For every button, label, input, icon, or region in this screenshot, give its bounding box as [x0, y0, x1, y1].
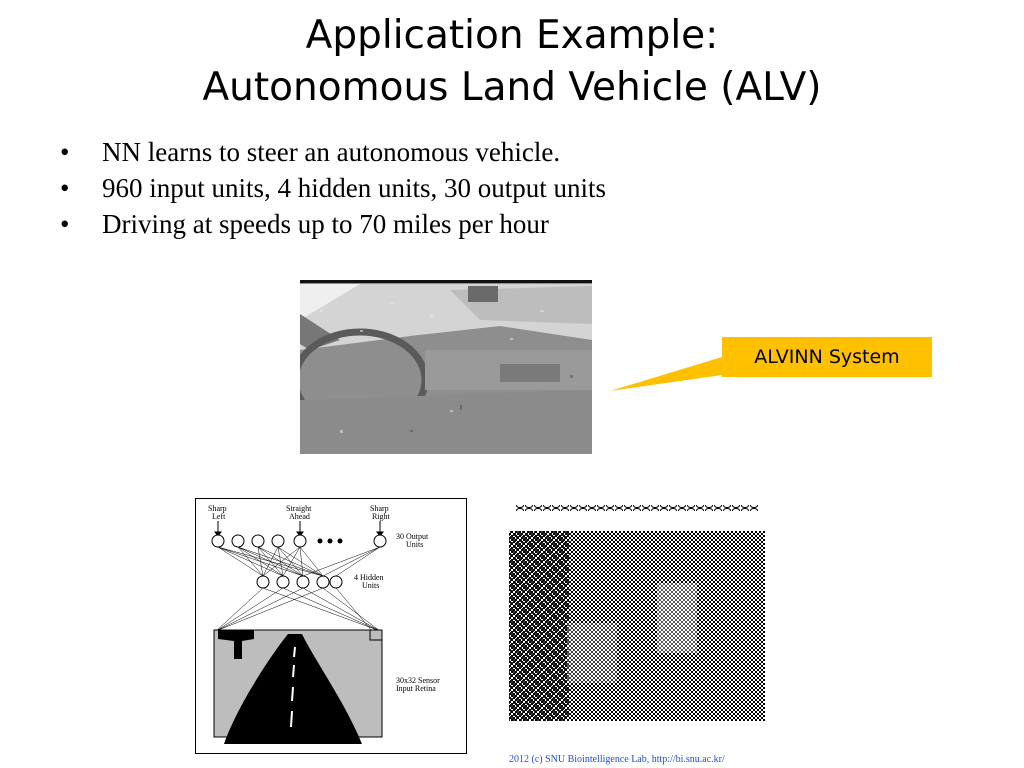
- bullet-item: • Driving at speeds up to 70 miles per h…: [58, 206, 606, 242]
- bullet-item: • NN learns to steer an autonomous vehic…: [58, 134, 606, 170]
- title-line-2: Autonomous Land Vehicle (ALV): [202, 65, 822, 110]
- label-sharp-right-2: Right: [372, 512, 391, 521]
- label-sensor-retina-2: Input Retina: [396, 684, 436, 693]
- output-units: [211, 534, 387, 548]
- bullet-text: NN learns to steer an autonomous vehicle…: [102, 137, 561, 167]
- bullet-text: 960 input units, 4 hidden units, 30 outp…: [102, 173, 607, 203]
- bullet-item: • 960 input units, 4 hidden units, 30 ou…: [58, 170, 606, 206]
- sensor-retina: [213, 629, 383, 744]
- label-sharp-left: Sharp: [208, 504, 227, 513]
- hidden-units: [256, 575, 343, 589]
- slide-title: Application Example: Autonomous Land Veh…: [0, 10, 1024, 114]
- alvinn-callout: ALVINN System: [722, 337, 932, 377]
- alvinn-cab-photo: [300, 280, 592, 454]
- ellipsis-dots: [317, 538, 343, 544]
- callout-pointer: [610, 357, 722, 391]
- label-straight-ahead: Straight: [286, 504, 312, 513]
- bullet-dot: •: [60, 137, 70, 167]
- title-line-1: Application Example:: [305, 13, 719, 58]
- label-sensor-retina: 30x32 Sensor: [396, 676, 440, 685]
- bullet-dot: •: [60, 173, 70, 203]
- bullet-dot: •: [60, 209, 70, 239]
- label-sharp-right: Sharp: [370, 504, 389, 513]
- label-hidden-units: 4 Hidden: [354, 573, 384, 582]
- label-output-units-2: Units: [406, 540, 423, 549]
- footer-credit: 2012 (c) SNU Biointelligence Lab, http:/…: [509, 754, 725, 765]
- alvinn-network-diagram: Sharp Left Straight Ahead Sharp Right: [195, 498, 467, 754]
- label-straight-ahead-2: Ahead: [289, 512, 310, 521]
- label-output-units: 30 Output: [396, 532, 429, 541]
- label-sharp-left-2: Left: [212, 512, 226, 521]
- bullet-text: Driving at speeds up to 70 miles per hou…: [102, 209, 549, 239]
- bullet-list: • NN learns to steer an autonomous vehic…: [58, 134, 606, 242]
- retina-pattern-image: [509, 505, 765, 721]
- label-hidden-units-2: Units: [362, 581, 379, 590]
